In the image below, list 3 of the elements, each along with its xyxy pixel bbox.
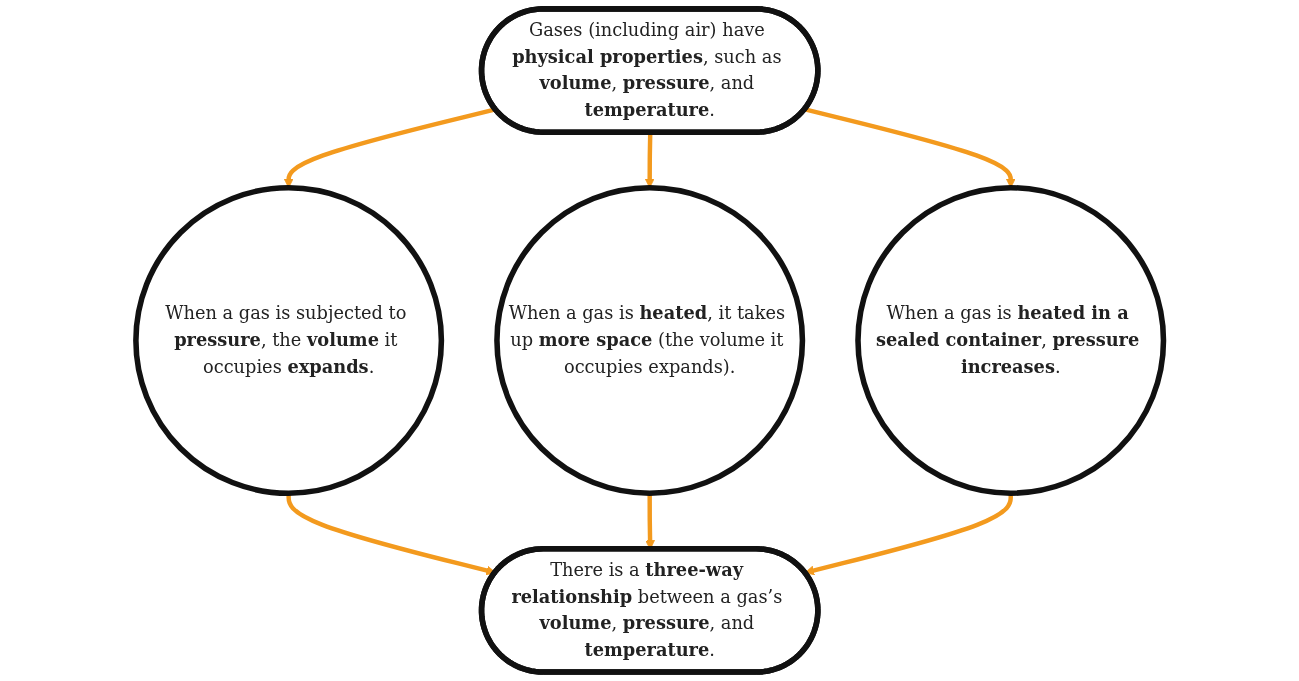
node-circle: When a gas is subjected to pressure, the volume it occupies expands. [132, 184, 444, 496]
node-circle: When a gas is heated in a sealed container, pressure increases. [855, 184, 1167, 496]
node-circle: When a gas is heated, it takes up more space (the volume it occupies expands). [493, 184, 806, 496]
